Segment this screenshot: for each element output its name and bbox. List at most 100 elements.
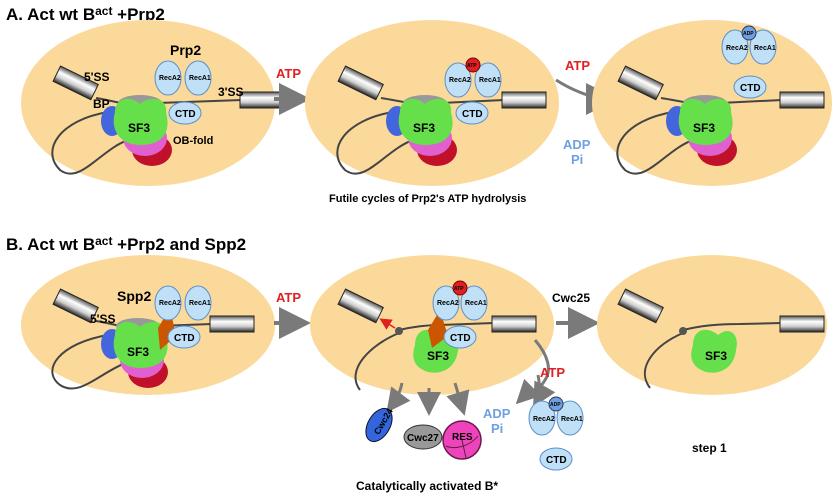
reca1-label: RecA1 — [479, 77, 501, 84]
bp-label: BP — [93, 97, 110, 111]
sf3-label: SF3 — [127, 345, 149, 359]
three-ss-exon — [779, 315, 825, 333]
sf3-complex — [113, 98, 168, 145]
cwc25-label: Cwc25 — [552, 291, 590, 305]
five-ss-exon — [337, 288, 384, 324]
ctd-domain — [168, 101, 202, 125]
atp-molecule-label: ATP — [467, 63, 477, 69]
sf3-label: SF3 — [128, 121, 150, 135]
reca2-label: RecA2 — [159, 300, 181, 307]
release-arrow-cwc24 — [386, 382, 411, 413]
prp2-label: Prp2 — [170, 42, 201, 58]
atp-label: ATP — [565, 58, 590, 73]
reca1-label: RecA1 — [561, 416, 583, 423]
ob-fold-label: OB-fold — [173, 135, 213, 147]
cwc27-label: Cwc27 — [407, 433, 439, 444]
ctd-label: CTD — [740, 83, 761, 94]
reca1-domain — [184, 285, 212, 321]
ctd-domain — [733, 75, 767, 99]
sf3-label: SF3 — [413, 121, 435, 135]
b-panel-2: SF3 CTD RecA2 RecA1 ATP — [310, 255, 554, 395]
intron-line — [682, 322, 783, 331]
reca1-label: RecA1 — [189, 300, 211, 307]
three-ss-exon — [491, 315, 537, 333]
ctd-domain — [167, 325, 201, 349]
release-arrow-prp2 — [533, 374, 556, 408]
section-a-title: A. Act wt Bact +Prp2 — [6, 4, 165, 24]
section-b-title: B. Act wt Bact +Prp2 and Spp2 — [6, 234, 246, 254]
reca2-label: RecA2 — [159, 75, 181, 82]
five-ss-exon — [52, 65, 99, 101]
section-b-caption: Catalytically activated B* — [356, 479, 498, 493]
atp-label: ATP — [276, 66, 301, 81]
atp-molecule-label: ATP — [454, 286, 464, 292]
adp-molecule-label: ADP — [550, 402, 561, 408]
adp-molecule-label: ADP — [743, 31, 754, 37]
release-pi-label: Pi — [491, 421, 503, 436]
reca1-domain — [749, 29, 777, 65]
reca2-domain — [528, 400, 556, 436]
intron-loop — [354, 332, 400, 391]
reca2-domain — [154, 60, 182, 96]
branch-point — [679, 327, 687, 335]
sf3-label: SF3 — [427, 349, 449, 363]
section-a-caption: Futile cycles of Prp2's ATP hydrolysis — [329, 193, 526, 205]
five-ss-exon — [617, 288, 664, 324]
ctd-domain — [455, 101, 489, 125]
b-release-arrows: ATP ADP Pi — [386, 339, 565, 436]
intron-loop — [643, 332, 684, 389]
pi-label: Pi — [571, 152, 583, 167]
reca1-domain — [556, 400, 584, 436]
five-ss-exon — [337, 65, 384, 101]
adp-molecule — [548, 396, 564, 412]
release-adp-label: ADP — [483, 406, 511, 421]
spp2-label: Spp2 — [117, 288, 151, 304]
step-label: step 1 — [692, 441, 727, 455]
reca1-label: RecA1 — [189, 75, 211, 82]
atp-molecule — [465, 57, 481, 73]
adp-label: ADP — [563, 137, 591, 152]
reca1-domain — [460, 285, 488, 321]
nucleophilic-attack-arrow — [379, 318, 396, 330]
five-ss-exon — [52, 288, 99, 324]
three-ss-exon — [209, 315, 255, 333]
cwc24-protein — [365, 407, 393, 443]
b-arrow-1: ATP — [274, 290, 311, 339]
intron-loop — [616, 111, 694, 175]
reca2-domain — [444, 62, 472, 98]
ctd-label: CTD — [174, 333, 195, 344]
intron-loop — [51, 334, 129, 390]
reca1-label: RecA1 — [465, 300, 487, 307]
reca2-label: RecA2 — [437, 300, 459, 307]
five-ss-label: 5'SS — [84, 70, 110, 84]
three-ss-exon — [501, 91, 547, 109]
three-ss-exon — [779, 91, 825, 109]
ctd-domain — [539, 447, 573, 471]
atp-label: ATP — [276, 290, 301, 305]
spp2-protein — [428, 310, 448, 348]
reca1-domain — [184, 60, 212, 96]
res-label: RES — [452, 432, 473, 443]
reca2-label: RecA2 — [726, 45, 748, 52]
intron-loop — [336, 111, 414, 175]
reca1-domain — [474, 62, 502, 98]
atp-molecule — [452, 280, 468, 296]
b-panel-1: SF3 CTD RecA2 RecA1 Spp2 5'SS — [21, 255, 275, 395]
b-panel-3: SF3 — [597, 255, 827, 395]
ctd-label: CTD — [546, 455, 567, 466]
reca2-domain — [432, 285, 460, 321]
release-atp-label: ATP — [540, 365, 565, 380]
a-panel-3: SF3 RecA2 RecA1 ADP CTD — [592, 20, 832, 186]
cwc27-protein — [403, 424, 443, 450]
a-arrow-1: ATP — [274, 66, 311, 115]
release-arrow-adp — [515, 339, 550, 405]
a-panel-1: SF3 CTD RecA2 RecA1 Prp2 5'SS 3'SS BP OB… — [21, 20, 285, 186]
a-panel-2: SF3 CTD RecA2 RecA1 ATP — [305, 20, 559, 186]
res-inner-line-2 — [461, 439, 467, 459]
five-ss-exon — [617, 65, 664, 101]
branch-point — [395, 327, 403, 335]
reca1-label: RecA1 — [754, 45, 776, 52]
sf3-complex — [678, 98, 733, 145]
sf3-complex — [113, 321, 168, 368]
